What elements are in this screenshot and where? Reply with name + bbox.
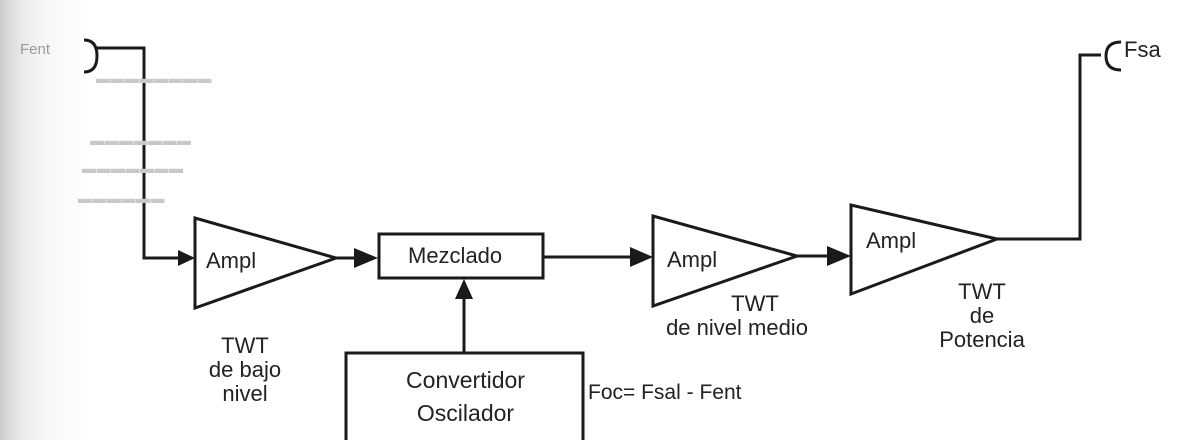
amp2-caption: TWT de nivel medio [612, 291, 862, 341]
mixer-label: Mezclado [408, 243, 503, 268]
faded-text: ▬▬▬▬▬▬▬▬ [96, 70, 212, 86]
amp1-caption-line: TWT [221, 333, 269, 358]
amp3-caption-line: Potencia [939, 327, 1025, 353]
output-wire [997, 53, 1101, 241]
input-bracket [83, 38, 99, 74]
amp1-caption-line: de bajo [208, 357, 282, 383]
frequency-formula: Foc= Fsal - Fent [588, 381, 742, 404]
amp3-caption-line: TWT [958, 279, 1006, 304]
output-label: Fsa [1124, 37, 1161, 62]
faded-text: ▬▬▬▬▬▬▬ [90, 132, 192, 148]
oscillator-line: Oscilador [416, 400, 515, 427]
amp3-label: Ampl [866, 228, 917, 253]
arrow-into-amp1 [178, 250, 195, 266]
amp3-caption: TWT de Potencia [912, 279, 1052, 353]
amp2-triangle [651, 214, 803, 309]
oscillator-box [344, 351, 585, 440]
arrow-into-amp2 [630, 247, 653, 267]
amp1-caption-line: nivel [222, 381, 268, 407]
amp1-triangle [193, 216, 341, 311]
amp3-triangle [849, 203, 1003, 297]
amp2-label: Ampl [667, 247, 718, 272]
amp3-caption-line: de [969, 303, 995, 329]
arrow-into-mixer [354, 248, 378, 268]
output-bracket [1104, 40, 1122, 72]
input-wire [97, 46, 183, 260]
amp1-label: Ampl [206, 248, 257, 273]
input-label: Fent [20, 41, 51, 58]
faded-text: ▬▬▬▬▬▬▬ [82, 160, 184, 176]
amp1-caption: TWT de bajo nivel [190, 333, 300, 407]
oscillator-text: Convertidor Oscilador [348, 364, 583, 431]
amp2-caption-line: de nivel medio [666, 315, 808, 341]
amp2-caption-line: TWT [731, 291, 779, 316]
faded-text: ▬▬▬▬▬▬ [78, 190, 165, 206]
oscillator-line: Convertidor [406, 367, 525, 393]
arrow-into-mixer-bottom [455, 279, 473, 299]
arrow-into-amp3 [827, 246, 851, 266]
